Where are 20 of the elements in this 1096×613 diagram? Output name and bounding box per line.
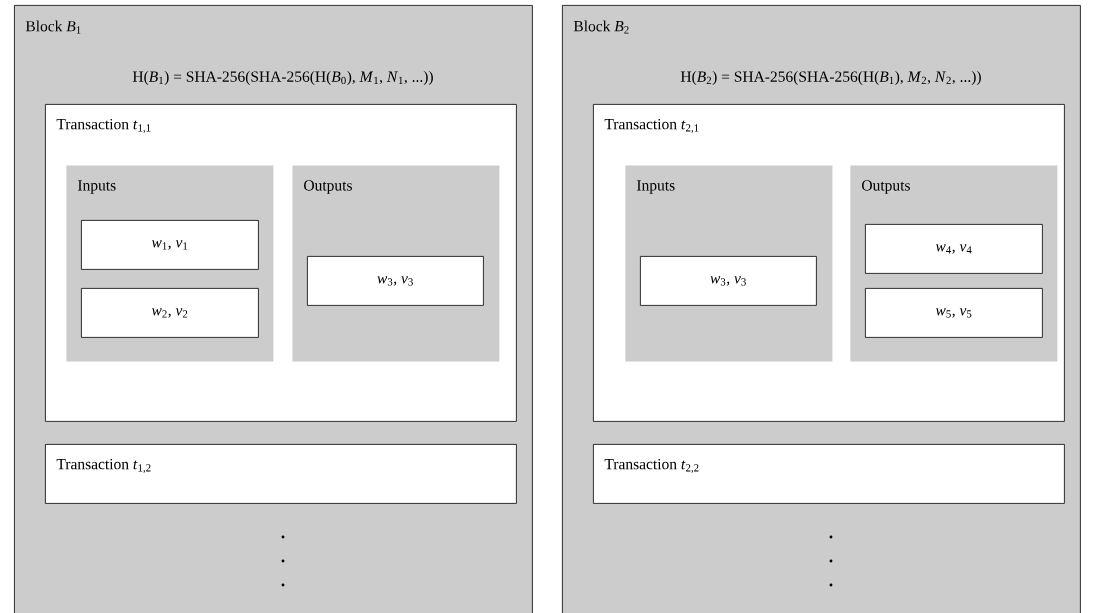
hash-formula: H(B$_{2}$) = SHA-256(SHA-256(H(B$_{1}$), M$_{2}$, N$_{2}$, ...)) <box>680 70 981 85</box>
heading: Outputs <box>862 180 910 194</box>
value-box: w$_{1}$, v$_{1}$ <box>81 220 259 270</box>
value-box: w$_{3}$, v$_{3}$ <box>307 256 484 306</box>
heading: Outputs <box>304 180 352 194</box>
transaction-box <box>45 444 517 504</box>
value-box: w$_{5}$, v$_{5}$ <box>865 288 1043 338</box>
value-box: w$_{3}$, v$_{3}$ <box>640 256 817 306</box>
hash-formula: H(B$_{1}$) = SHA-256(SHA-256(H(B$_{0}$), M$_{1}$, N$_{1}$, ...)) <box>132 70 433 85</box>
heading: Block B$_{1}$ <box>25 20 81 34</box>
heading: Transaction t$_{2,2}$ <box>604 458 699 474</box>
transaction-box <box>593 444 1065 504</box>
heading: Transaction t$_{1,2}$ <box>56 458 151 474</box>
heading: Block B$_{2}$ <box>573 20 629 34</box>
heading: Inputs <box>636 180 675 194</box>
value-box: w$_{2}$, v$_{2}$ <box>81 288 259 338</box>
heading: Inputs <box>78 180 116 194</box>
heading: Transaction t$_{2,1}$ <box>604 118 699 134</box>
heading: Transaction t$_{1,1}$ <box>56 118 151 134</box>
value-box: w$_{4}$, v$_{4}$ <box>865 224 1043 274</box>
